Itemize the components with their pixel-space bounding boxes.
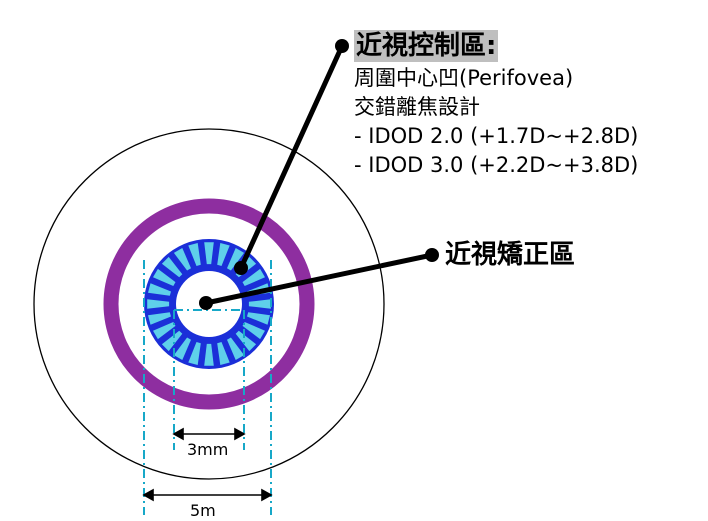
defocus-segment — [204, 343, 214, 366]
control-zone-leader — [238, 43, 345, 271]
control-zone-line: 交錯離焦設計 — [354, 95, 480, 119]
defocus-segment — [242, 268, 265, 286]
control-zone-dot-inner — [234, 261, 248, 275]
correction-zone-dot-inner — [199, 296, 213, 310]
control-zone-label: 近視控制區: 周圍中心凹(Perifovea) 交錯離焦設計 - IDOD 2.… — [354, 30, 638, 180]
correction-zone-dot-outer — [425, 248, 439, 262]
defocus-segments — [147, 242, 271, 366]
defocus-segment — [248, 299, 271, 309]
control-zone-title: 近視控制區: — [354, 30, 499, 62]
outer-dimension-label: 5m — [188, 501, 218, 520]
control-zone-dot-outer — [335, 39, 349, 53]
defocus-segment — [153, 322, 176, 340]
defocus-segment — [204, 242, 214, 265]
dimension-guides — [143, 260, 272, 515]
purple-ring — [103, 198, 315, 410]
outer-arrow-left — [142, 488, 154, 502]
inner-arrow-left — [172, 427, 184, 441]
control-zone-description: 周圍中心凹(Perifovea) 交錯離焦設計 - IDOD 2.0 (+1.7… — [354, 64, 638, 180]
defocus-segment — [227, 248, 245, 271]
defocus-segment — [173, 337, 191, 360]
defocus-segment — [188, 243, 201, 266]
defocus-segment — [148, 312, 171, 325]
callout-leaders — [203, 43, 435, 306]
defocus-segment — [217, 342, 230, 365]
correction-zone-leader — [203, 252, 435, 306]
defocus-segment — [242, 322, 265, 340]
dimension-arrows — [142, 427, 273, 502]
defocus-segment — [161, 256, 183, 278]
inner-arrow-right — [234, 427, 246, 441]
defocus-segment — [173, 248, 191, 271]
defocus-segment — [227, 337, 245, 360]
control-zone-line: 周圍中心凹(Perifovea) — [354, 66, 574, 90]
correction-zone-title: 近視矯正區 — [445, 240, 576, 270]
defocus-segment — [188, 342, 201, 365]
defocus-segment — [148, 283, 171, 296]
callout-dots — [199, 39, 439, 310]
control-zone-line: - IDOD 3.0 (+2.2D~+3.8D) — [354, 153, 639, 177]
outer-arrow-right — [261, 488, 273, 502]
defocus-segment — [247, 312, 270, 325]
inner-dimension-label: 3mm — [185, 440, 231, 459]
defocus-segment — [161, 330, 183, 352]
control-zone-line: - IDOD 2.0 (+1.7D~+2.8D) — [354, 124, 639, 148]
defocus-segment — [217, 243, 230, 266]
defocus-segment — [147, 299, 170, 309]
defocus-segment — [153, 268, 176, 286]
defocus-segment — [235, 330, 257, 352]
